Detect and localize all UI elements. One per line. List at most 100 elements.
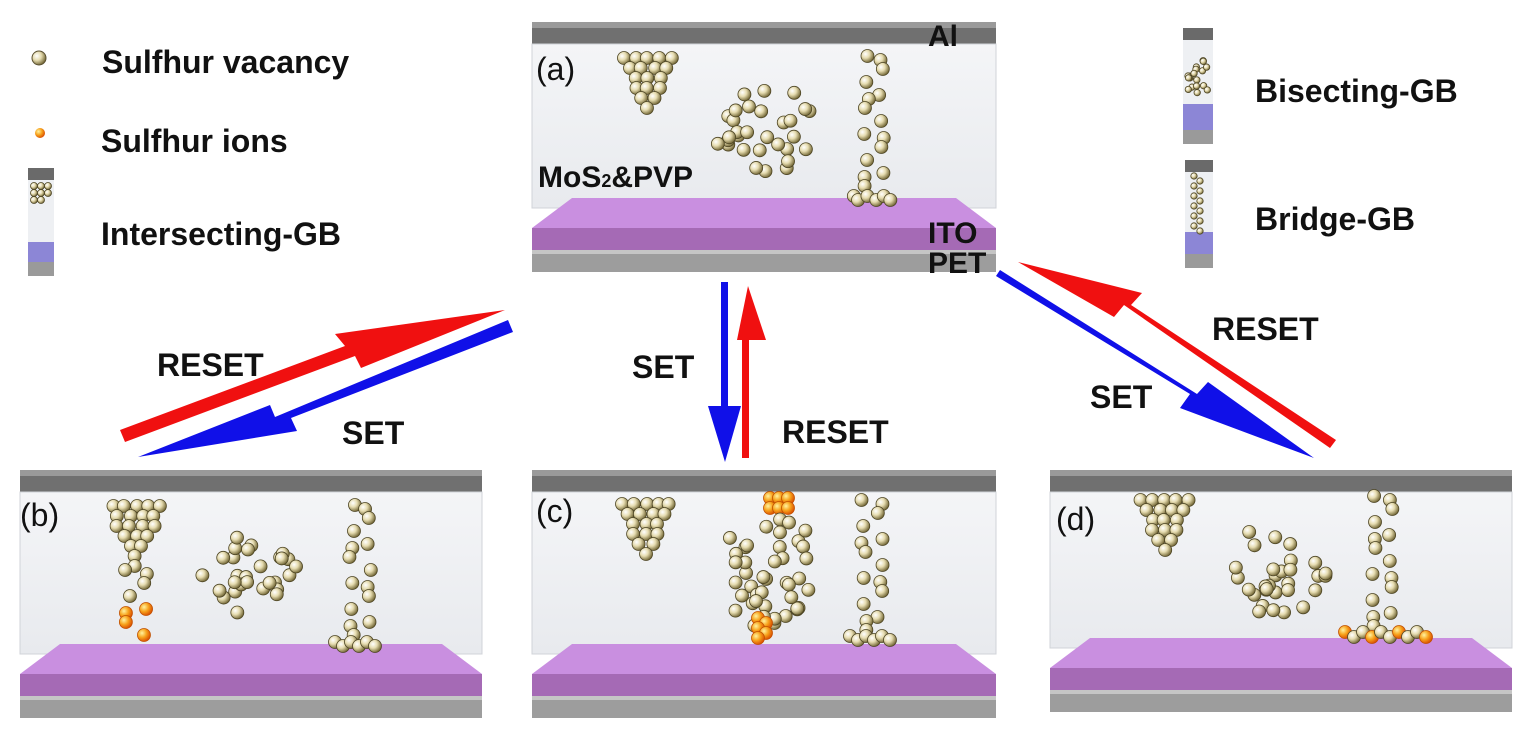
left-transition-arrows: RESET SET — [120, 310, 513, 457]
ito-top-face — [1050, 638, 1512, 668]
sulfur-vacancy — [289, 559, 303, 574]
sulfur-vacancy — [347, 524, 361, 538]
sulfur-vacancy — [342, 550, 357, 564]
panel-b-device — [19, 470, 483, 718]
sulfur-vacancy — [1385, 502, 1400, 516]
sulfur-vacancy — [710, 136, 725, 151]
sulfur-vacancy — [1190, 192, 1198, 200]
legend: Sulfhur vacancy Sulfhur ions Intersectin… — [28, 28, 1458, 276]
sulfur-vacancy — [30, 189, 38, 197]
ion-legend-icon — [35, 128, 45, 138]
ito-layer — [532, 674, 996, 696]
right-reset-label: RESET — [1212, 311, 1319, 347]
sulfur-vacancy — [858, 101, 872, 115]
sulfur-vacancy — [1283, 537, 1298, 551]
sulfur-vacancy — [37, 196, 45, 204]
sulfur-vacancy — [1184, 85, 1192, 94]
sulfur-vacancy — [1192, 82, 1201, 90]
sulfur-vacancy — [790, 601, 805, 616]
mid-set-label: SET — [632, 349, 695, 385]
sulfur-vacancy — [230, 530, 244, 545]
sulfur-vacancy — [1196, 227, 1204, 235]
sulfur-vacancy — [1196, 197, 1204, 205]
sulfur-vacancy — [1268, 530, 1283, 545]
sulfur-vacancy — [37, 182, 45, 190]
sulfur-vacancy — [30, 182, 38, 190]
sulfur-vacancy — [798, 102, 813, 116]
sulfur-vacancy — [1228, 560, 1243, 575]
sulfur-vacancy — [870, 506, 885, 520]
sulfur-vacancy — [854, 493, 869, 507]
sulfur-ion — [781, 501, 795, 515]
middle-transition-arrows: SET RESET — [632, 282, 889, 462]
sulfur-vacancy — [883, 193, 898, 207]
sulfur-vacancy — [759, 519, 774, 534]
sulfur-vacancy — [1190, 172, 1198, 180]
legend-ions-label: Sulfhur ions — [101, 123, 288, 159]
sulfur-vacancy — [798, 523, 813, 538]
legend-bisecting-label: Bisecting-GB — [1255, 73, 1458, 109]
legend-bridge-label: Bridge-GB — [1255, 201, 1415, 237]
sulfur-vacancy — [874, 140, 889, 154]
sulfur-vacancy — [361, 511, 376, 525]
sulfur-vacancy — [728, 575, 743, 590]
panel-a-label: (a) — [536, 51, 575, 87]
sulfur-vacancy — [1190, 202, 1198, 210]
sulfur-vacancy — [749, 594, 763, 608]
sulfur-vacancy — [875, 558, 890, 572]
sulfur-vacancy — [657, 507, 672, 521]
sulfur-vacancy — [757, 83, 772, 98]
sulfur-vacancy — [783, 113, 798, 128]
sulfur-vacancy — [30, 196, 38, 204]
sulfur-vacancy — [856, 571, 871, 585]
sulfur-vacancy — [1241, 582, 1256, 597]
sulfur-vacancy — [1242, 525, 1257, 539]
sulfur-vacancy — [1196, 207, 1204, 215]
sulfur-vacancy — [742, 99, 756, 114]
ito-layer — [1050, 668, 1512, 690]
sulfur-vacancy — [771, 137, 786, 152]
sulfur-vacancy — [1368, 541, 1383, 555]
sulfur-vacancy — [344, 602, 359, 616]
sulfur-vacancy — [134, 539, 148, 553]
sulfur-vacancy — [754, 104, 769, 119]
sulfur-vacancy — [1252, 604, 1267, 619]
sulfur-ion — [139, 602, 153, 616]
sulfur-vacancy — [646, 537, 661, 551]
ito-layer — [20, 674, 482, 696]
sulfur-vacancy — [860, 153, 875, 167]
sulfur-vacancy — [787, 129, 801, 144]
sulfur-vacancy — [360, 537, 375, 551]
right-set-label: SET — [1090, 379, 1153, 415]
sulfur-vacancy — [737, 87, 752, 102]
mid-reset-arrow — [737, 286, 766, 458]
sulfur-vacancy — [1190, 69, 1198, 78]
sulfur-vacancy — [1365, 593, 1380, 607]
legend-intersecting-label: Intersecting-GB — [101, 216, 341, 252]
sulfur-vacancy — [1365, 567, 1380, 581]
sulfur-vacancy — [740, 538, 754, 553]
sulfur-vacancy — [782, 515, 796, 530]
sulfur-vacancy — [736, 142, 751, 157]
ito-top-face — [532, 644, 996, 674]
sulfur-vacancy — [216, 550, 231, 565]
sulfur-vacancy — [781, 577, 796, 592]
sulfur-vacancy — [147, 519, 162, 533]
sulfur-vacancy — [1199, 57, 1207, 65]
sulfur-vacancy — [1190, 182, 1198, 190]
sulfur-vacancy — [1382, 528, 1397, 542]
sulfur-vacancy — [647, 91, 662, 105]
active-layer-label: MoS2&PVP — [538, 161, 693, 194]
sulfur-vacancy — [1196, 187, 1204, 195]
sulfur-vacancy — [773, 525, 787, 540]
bisecting-gb-legend-icon — [1183, 28, 1213, 144]
active-layer — [531, 43, 997, 209]
sulfur-vacancy — [801, 582, 816, 597]
sulfur-vacancy — [195, 568, 210, 583]
sulfur-vacancy — [875, 62, 890, 76]
left-reset-label: RESET — [157, 347, 264, 383]
sulfur-vacancy — [262, 576, 277, 590]
sulfur-vacancy — [858, 545, 873, 559]
sulfur-vacancy — [860, 49, 875, 63]
sulfur-vacancy — [1190, 222, 1198, 230]
